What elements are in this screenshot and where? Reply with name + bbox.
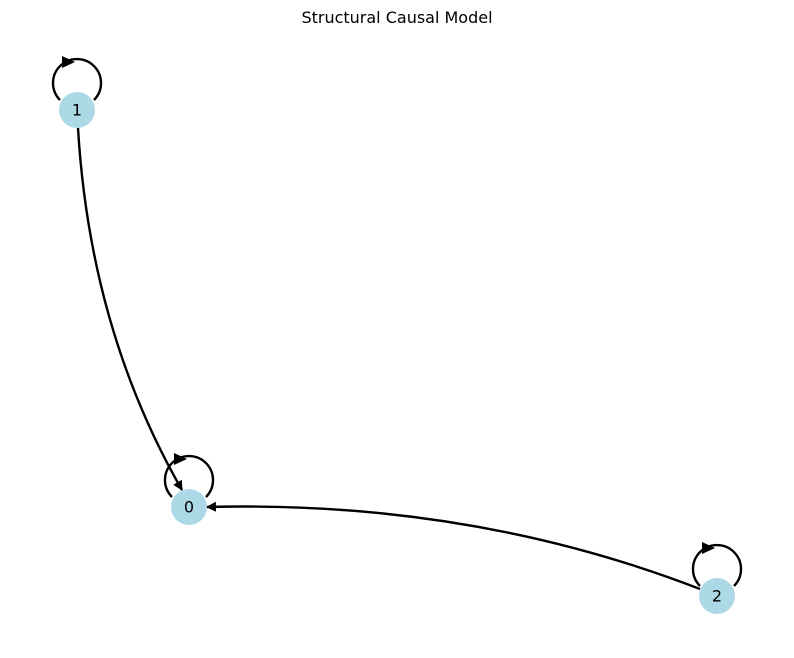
edge-1-self-loop [51,57,103,101]
edge-2-self-loop [691,543,743,587]
node-0-circle [171,489,207,525]
edge-2-self-loop-arrowhead [702,542,715,554]
node-1-label: 1 [72,101,82,120]
edge-2-to-0 [206,501,701,591]
edge-1-to-0 [76,127,184,491]
edge-0-self-loop [163,454,215,498]
node-0: 0 [171,489,207,525]
edge-1-self-loop-arrowhead [62,56,75,68]
node-1-circle [59,92,95,128]
node-2: 2 [699,578,735,614]
diagram-title: Structural Causal Model [301,8,493,27]
node-1: 1 [59,92,95,128]
node-2-circle [699,578,735,614]
node-2-label: 2 [712,587,722,606]
edge-0-self-loop-arrowhead [174,453,187,465]
node-0-label: 0 [184,498,194,517]
